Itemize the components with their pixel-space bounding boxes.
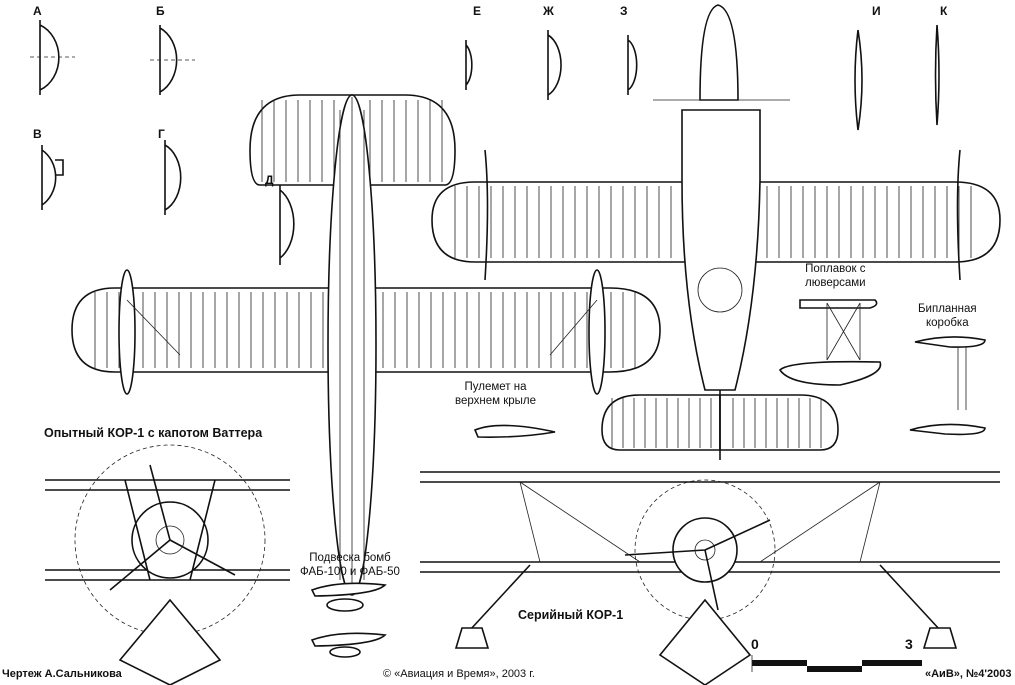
section-profiles	[30, 20, 940, 265]
wing-float-left	[118, 269, 136, 395]
section-label-b: Б	[156, 4, 165, 18]
section-label-v: В	[33, 127, 42, 141]
caption-biplane-line1: Бипланная	[918, 303, 977, 315]
section-label-g: Г	[158, 127, 165, 141]
copyright: © «Авиация и Время», 2003 г.	[383, 668, 535, 680]
caption-float: Поплавок с люверсами	[805, 262, 866, 290]
author-credit: Чертеж А.Сальникова	[2, 668, 122, 680]
scale-start-label: 0	[751, 636, 759, 652]
stabilizer-left	[249, 94, 353, 186]
section-i	[854, 29, 863, 131]
gun-detail	[473, 424, 556, 438]
section-label-a: А	[33, 4, 42, 18]
wing-float-right	[588, 269, 606, 395]
caption-biplane-line2: коробка	[926, 317, 969, 329]
scale-bar	[751, 655, 922, 672]
float-detail	[778, 299, 882, 386]
section-label-e: Е	[473, 4, 482, 18]
section-z	[627, 35, 638, 95]
caption-bombs: Подвеска бомб ФАБ-100 и ФАБ-50	[300, 551, 400, 579]
caption-bombs-line2: ФАБ-100 и ФАБ-50	[300, 566, 400, 578]
top-view-aircraft	[71, 94, 661, 596]
front-view-serial	[420, 471, 1000, 685]
bomb-detail	[310, 582, 387, 658]
biplane-detail	[909, 336, 986, 436]
fin-top	[699, 4, 739, 101]
section-a	[39, 20, 60, 95]
caption-serial: Серийный КОР-1	[518, 608, 624, 622]
section-zh	[547, 30, 562, 100]
stabilizer-right	[351, 94, 456, 186]
caption-gun-line2: верхнем крыле	[455, 395, 537, 407]
bottom-view-aircraft	[431, 4, 1001, 460]
caption-gun: Пулемет на верхнем крыле	[455, 380, 536, 408]
section-label-k: К	[940, 4, 948, 18]
caption-gun-line1: Пулемет на	[464, 381, 527, 393]
caption-float-line1: Поплавок с	[805, 263, 866, 275]
caption-bombs-line1: Подвеска бомб	[309, 552, 391, 564]
section-label-z: З	[620, 4, 628, 18]
caption-prototype: Опытный КОР-1 с капотом Ваттера	[44, 426, 263, 440]
section-k	[934, 24, 940, 126]
section-d	[279, 185, 295, 265]
scale-end-label: 3	[905, 636, 913, 652]
caption-float-line2: люверсами	[805, 277, 866, 289]
section-g	[164, 140, 182, 215]
section-v	[41, 145, 64, 210]
issue-label: «АиВ», №4'2003	[925, 668, 1012, 680]
section-label-i: И	[872, 4, 881, 18]
caption-biplane: Бипланная коробка	[918, 302, 977, 330]
section-e	[465, 40, 473, 90]
section-label-zh: Ж	[543, 4, 554, 18]
fuselage-bottom	[681, 109, 761, 391]
section-label-d: Д	[265, 173, 274, 187]
front-view-prototype	[45, 444, 290, 685]
